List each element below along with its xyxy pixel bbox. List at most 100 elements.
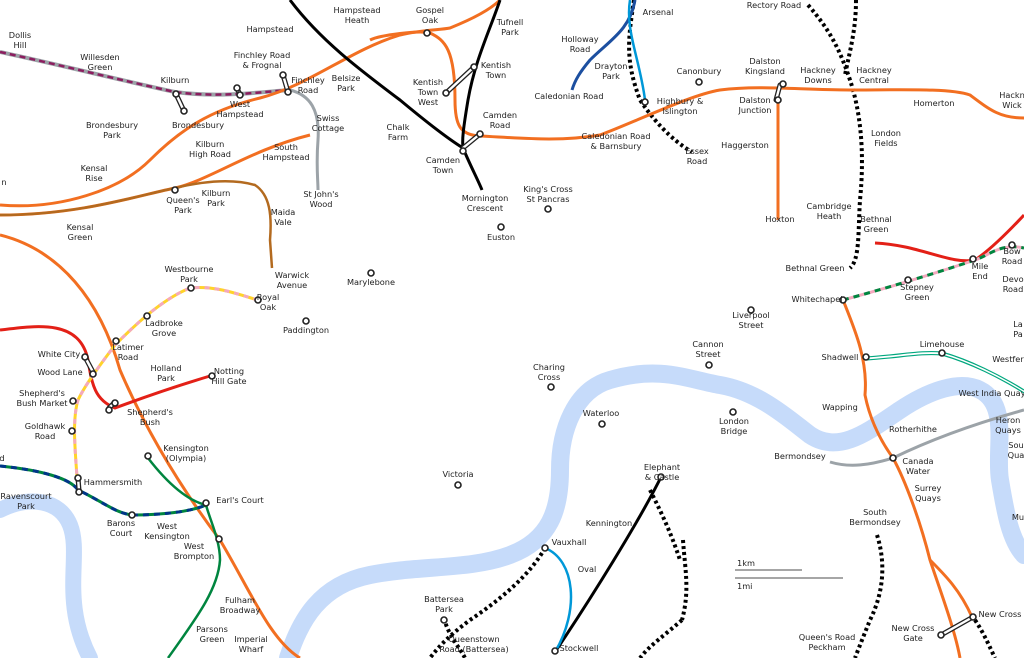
station-label-white-city: White City [38, 349, 81, 359]
station-label-wood-lane: Wood Lane [37, 367, 82, 377]
station-label-left-edge-n: n [1, 177, 6, 187]
station-label-canonbury: Canonbury [677, 66, 722, 76]
station-label-haggerston: Haggerston [721, 140, 769, 150]
northern-city-line [570, 0, 637, 91]
station-label-earls-court: Earl's Court [216, 495, 264, 505]
station-label-rectory-road: Rectory Road [747, 0, 801, 10]
station-label-euston: Euston [487, 232, 515, 242]
metropolitan-line [0, 50, 291, 96]
station-label-mudchute: Mu [1012, 512, 1024, 522]
circle-line-overlay [73, 285, 259, 491]
piccadilly-line-overlay [0, 464, 207, 517]
station-label-hoxton: Hoxton [765, 214, 794, 224]
scale-mi-label: 1mi [737, 581, 752, 591]
station-label-kennington: Kennington [586, 518, 632, 528]
victoria-line-south [544, 546, 573, 653]
station-label-left-edge-d: d [0, 453, 5, 463]
station-label-paddington: Paddington [283, 325, 329, 335]
station-label-limehouse: Limehouse [920, 339, 965, 349]
station-label-homerton: Homerton [914, 98, 955, 108]
station-label-waterloo: Waterloo [583, 408, 620, 418]
station-label-kilburn: Kilburn [161, 75, 190, 85]
district-line-east-overlay [842, 245, 1024, 302]
river-thames [0, 364, 1024, 658]
station-label-new-cross: New Cross [979, 609, 1022, 619]
station-label-bethnal-green-rail: Bethnal Green [786, 263, 845, 273]
station-label-arsenal: Arsenal [643, 7, 674, 17]
station-label-marylebone: Marylebone [347, 277, 395, 287]
station-label-rotherhithe: Rotherhithe [889, 424, 937, 434]
station-label-hampstead: Hampstead [246, 24, 293, 34]
station-markers [68, 29, 1016, 655]
station-label-oval: Oval [578, 564, 597, 574]
station-label-finchley-road-frognal: Finchley Road& Frognal [234, 50, 291, 70]
northern-line [288, 0, 664, 653]
station-label-caledonian-road-barnsbury: Caledonian Road& Barnsbury [581, 131, 650, 151]
station-label-highbury-islington: Highbury &Islington [657, 96, 704, 116]
victoria-line [627, 0, 647, 101]
station-label-brondesbury: Brondesbury [172, 120, 224, 130]
station-label-shadwell: Shadwell [822, 352, 859, 362]
station-label-caledonian-road: Caledonian Road [534, 91, 603, 101]
